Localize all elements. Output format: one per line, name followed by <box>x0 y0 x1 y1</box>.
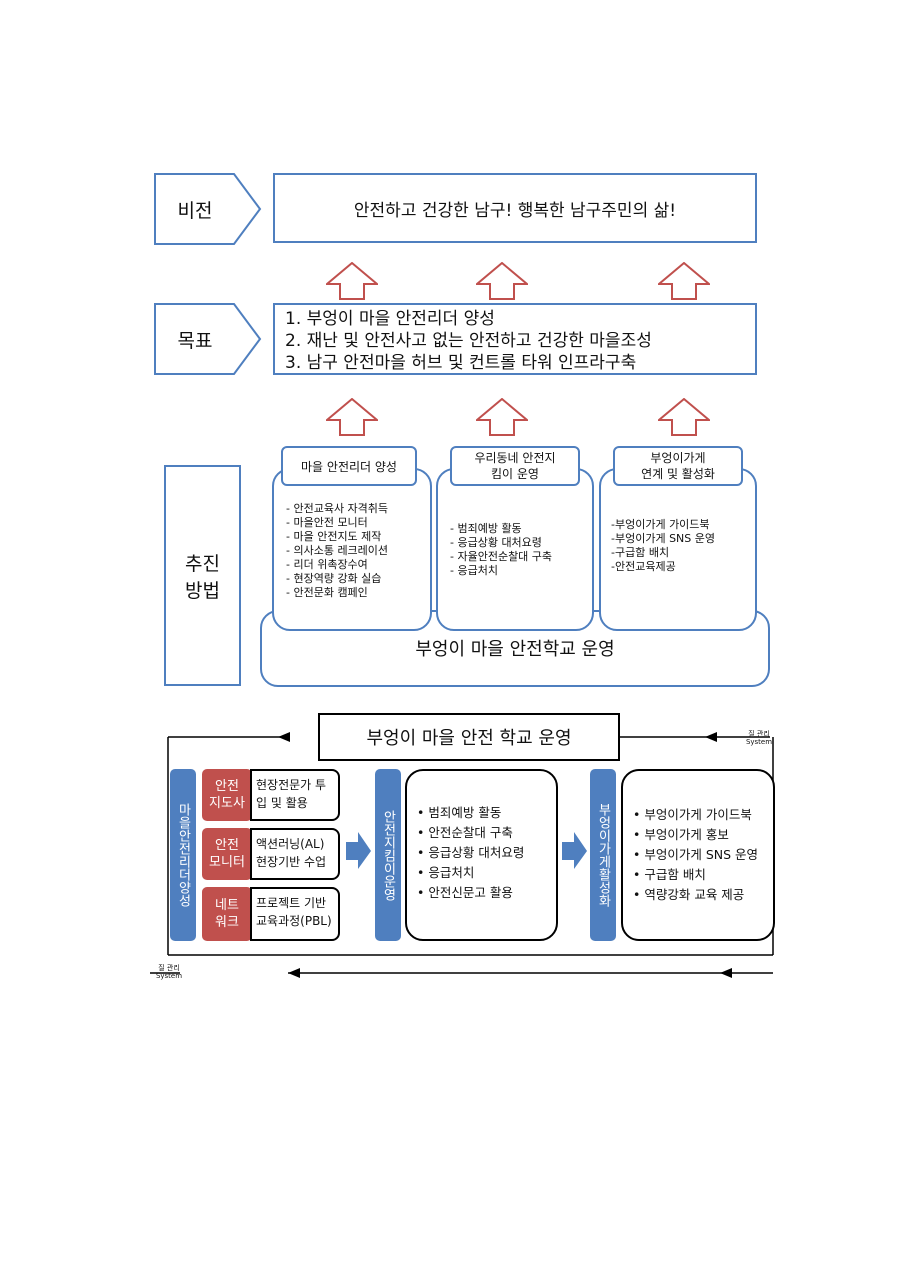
right-arrow-icon <box>562 832 587 869</box>
row-tag-line2: 모니터 <box>209 855 245 870</box>
method-col2-title-line2: 킴이 운영 <box>491 467 539 481</box>
method-col3-item: -안전교육제공 <box>611 560 676 573</box>
method-label-box: 추진 방법 <box>164 465 241 686</box>
vision-label-shape <box>154 173 262 245</box>
store-item: • 부엉이가게 홍보 <box>633 827 729 842</box>
qm-top-line2: System <box>745 738 773 746</box>
vision-label: 비전 <box>177 199 213 222</box>
row-tag-line2: 워크 <box>215 915 239 930</box>
method-col1-item: - 안전교육사 자격취득 <box>286 502 389 515</box>
qm-label-bottom: 질 관리 System <box>154 964 184 980</box>
up-arrow-icon <box>658 262 710 300</box>
method-col3-title-line2: 연계 및 활성화 <box>641 467 715 481</box>
row-tag-line2: 지도사 <box>209 796 245 811</box>
store-item: • 역량강화 교육 제공 <box>633 887 745 902</box>
method-col3-title-box: 부엉이가게 연계 및 활성화 <box>613 446 743 486</box>
qm-bottom-line2: System <box>155 972 183 980</box>
row-desc: 프로젝트 기반 교육과정(PBL) <box>250 887 340 941</box>
qm-label-top: 질 관리 System <box>744 730 774 746</box>
method-label-line2: 방법 <box>185 579 220 602</box>
store-bar: 부엉이가게활성화 <box>590 769 616 941</box>
method-col1-box: - 안전교육사 자격취득 - 마을안전 모니터 - 마을 안전지도 제작 - 의… <box>272 468 432 631</box>
store-item: • 부엉이가게 SNS 운영 <box>633 847 759 862</box>
row-tag-line1: 안전 <box>215 779 239 794</box>
system-title-box: 부엉이 마을 안전 학교 운영 <box>318 713 620 761</box>
method-col1-item: - 현장역량 강화 실습 <box>286 572 382 585</box>
method-col3-item: -부엉이가게 SNS 운영 <box>611 532 715 545</box>
row-desc-line1: 현장전문가 투 <box>256 778 327 792</box>
up-arrow-icon <box>326 262 378 300</box>
row-desc-line2: 현장기반 수업 <box>256 855 327 869</box>
goal-label: 목표 <box>177 329 213 352</box>
row-desc-line1: 액션러닝(AL) <box>256 837 325 851</box>
guardian-item: • 응급상황 대처요령 <box>417 845 525 860</box>
store-item: • 부엉이가게 가이드북 <box>633 807 752 822</box>
row-desc-line2: 입 및 활용 <box>256 796 308 810</box>
goal-label-shape <box>154 303 262 375</box>
guardian-item: • 안전순찰대 구축 <box>417 825 513 840</box>
vision-text: 안전하고 건강한 남구! 행복한 남구주민의 삶! <box>353 200 677 221</box>
goal-box: 1. 부엉이 마을 안전리더 양성 2. 재난 및 안전사고 없는 안전하고 건… <box>273 303 757 375</box>
guardian-item: • 응급처치 <box>417 865 475 880</box>
row-tag-line1: 안전 <box>215 838 239 853</box>
method-col2-title-box: 우리동네 안전지 킴이 운영 <box>450 446 580 486</box>
right-arrow-icon <box>346 832 371 869</box>
method-col2-item: - 응급처치 <box>450 564 498 577</box>
school-text: 부엉이 마을 안전학교 운영 <box>415 639 615 660</box>
row-tag: 안전 지도사 <box>202 769 252 821</box>
method-col3-title-line1: 부엉이가게 <box>650 451 706 465</box>
method-col2-box: - 범죄예방 활동 - 응급상황 대처요령 - 자율안전순찰대 구축 - 응급처… <box>436 468 594 631</box>
method-col1-item: - 리더 위촉장수여 <box>286 558 368 571</box>
guardian-item: • 범죄예방 활동 <box>417 805 502 820</box>
guardian-bar: 안전지킴이운영 <box>375 769 401 941</box>
method-col3-item: -구급함 배치 <box>611 546 670 559</box>
method-col1-title-box: 마을 안전리더 양성 <box>281 446 417 486</box>
row-desc: 액션러닝(AL) 현장기반 수업 <box>250 828 340 880</box>
up-arrow-icon <box>476 262 528 300</box>
method-col3-item: -부엉이가게 가이드북 <box>611 518 710 531</box>
up-arrow-icon <box>326 398 378 436</box>
method-label-line1: 추진 <box>185 552 220 575</box>
row-tag: 안전 모니터 <box>202 828 252 880</box>
row-desc: 현장전문가 투 입 및 활용 <box>250 769 340 821</box>
method-col2-item: - 범죄예방 활동 <box>450 522 522 535</box>
up-arrow-icon <box>658 398 710 436</box>
method-col1-item: - 마을 안전지도 제작 <box>286 530 382 543</box>
method-col1-item: - 안전문화 캠페인 <box>286 586 368 599</box>
method-col2-item: - 자율안전순찰대 구축 <box>450 550 553 563</box>
method-col1-item: - 마을안전 모니터 <box>286 516 368 529</box>
store-item: • 구급함 배치 <box>633 867 706 882</box>
up-arrow-icon <box>476 398 528 436</box>
goal-item: 2. 재난 및 안전사고 없는 안전하고 건강한 마을조성 <box>285 331 652 351</box>
row-desc-line2: 교육과정(PBL) <box>256 914 332 928</box>
store-box: • 부엉이가게 가이드북 • 부엉이가게 홍보 • 부엉이가게 SNS 운영 •… <box>621 769 775 941</box>
qm-top-line1: 질 관리 <box>748 730 770 738</box>
method-col2-title-line1: 우리동네 안전지 <box>474 451 556 465</box>
method-col1-item: - 의사소통 레크레이션 <box>286 544 389 557</box>
method-col3-box: -부엉이가게 가이드북 -부엉이가게 SNS 운영 -구급함 배치 -안전교육제… <box>599 468 757 631</box>
method-col2-item: - 응급상황 대처요령 <box>450 536 542 549</box>
row-tag-line1: 네트 <box>215 898 239 913</box>
goal-item: 1. 부엉이 마을 안전리더 양성 <box>285 309 495 329</box>
vision-box: 안전하고 건강한 남구! 행복한 남구주민의 삶! <box>273 173 757 243</box>
qm-bottom-line1: 질 관리 <box>158 964 180 972</box>
goal-item: 3. 남구 안전마을 허브 및 컨트롤 타워 인프라구축 <box>285 353 637 373</box>
row-desc-line1: 프로젝트 기반 <box>256 896 327 910</box>
row-tag: 네트 워크 <box>202 887 252 941</box>
method-col1-title: 마을 안전리더 양성 <box>301 459 397 474</box>
guardian-box: • 범죄예방 활동 • 안전순찰대 구축 • 응급상황 대처요령 • 응급처치 … <box>405 769 558 941</box>
system-title: 부엉이 마을 안전 학교 운영 <box>366 728 572 749</box>
guardian-item: • 안전신문고 활용 <box>417 885 513 900</box>
leader-bar: 마을안전리더양성 <box>170 769 196 941</box>
